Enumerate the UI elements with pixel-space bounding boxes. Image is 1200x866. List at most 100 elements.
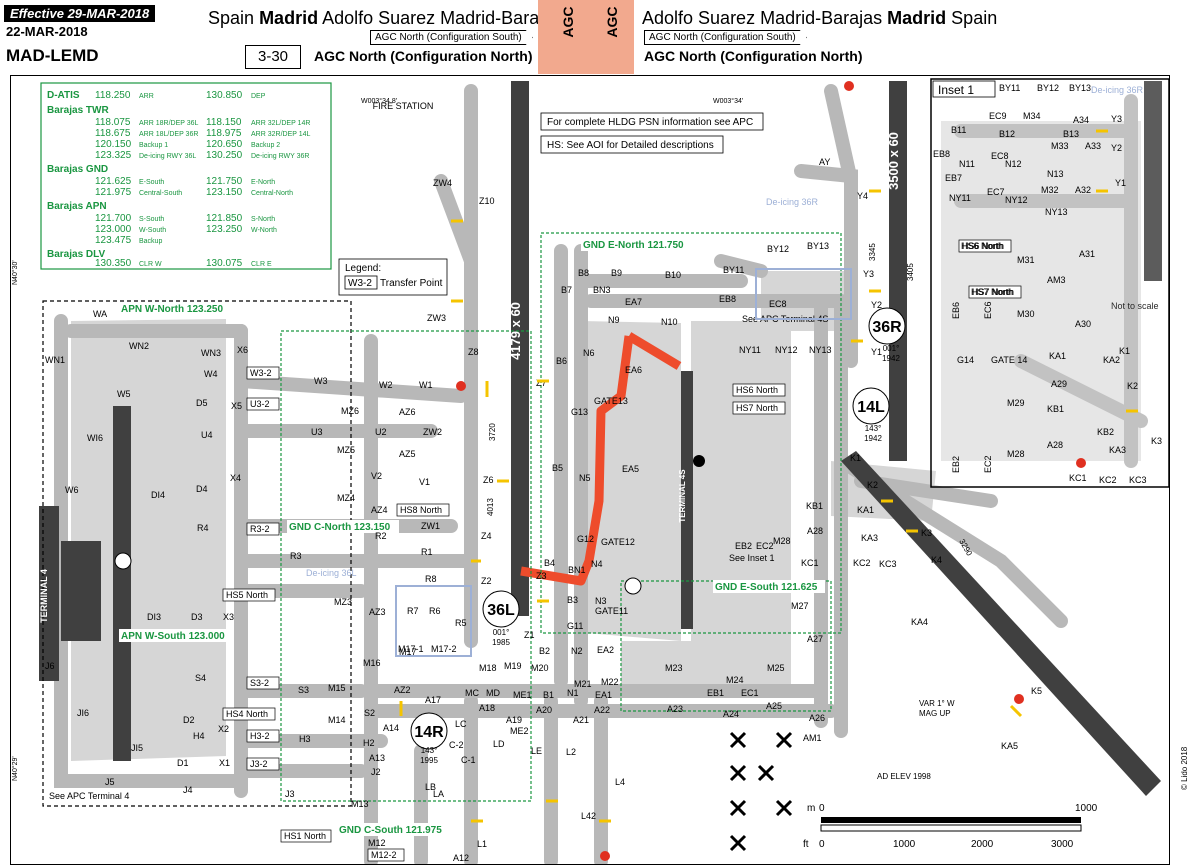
fire-station: FIRE STATION — [373, 101, 434, 111]
runway-14l-32r — [841, 451, 1161, 796]
taxiway-label: J4 — [183, 785, 193, 795]
taxiway-label: KC1 — [801, 558, 819, 568]
taxiway-label: L1 — [477, 839, 487, 849]
taxiway-label: M17 — [399, 647, 417, 657]
agc-label-2: AGC — [604, 6, 620, 38]
title-left: Spain Madrid Adolfo Suarez Madrid-Baraja… — [208, 8, 562, 29]
config-tag-left: AGC North (Configuration South) — [370, 30, 533, 45]
runway-36r-18l — [889, 81, 907, 461]
title-airport-r: Adolfo Suarez Madrid-Barajas — [642, 8, 883, 28]
inset-label: EC6 — [983, 301, 993, 319]
taxiway-label: AZ5 — [399, 449, 416, 459]
taxiway-label: J5 — [105, 777, 115, 787]
runway-terminal4-apron — [113, 406, 131, 761]
datis-u1: ARR — [139, 93, 154, 100]
taxiway-label: L2 — [566, 747, 576, 757]
hldg-note: For complete HLDG PSN information see AP… — [547, 117, 753, 128]
transfer-point: S3-2 — [250, 678, 269, 688]
twr-use: ARR 18R/DEP 36L — [139, 120, 199, 127]
taxiway-label: H3 — [299, 734, 311, 744]
taxiway-label: Z8 — [468, 347, 479, 357]
inset-label: K1 — [1119, 346, 1130, 356]
taxiway-label: M18 — [479, 663, 497, 673]
no-entry-icon — [844, 81, 854, 91]
apn-freq: 123.475 — [95, 235, 132, 246]
taxiway-label: R6 — [429, 606, 441, 616]
taxiway-label: Y3 — [863, 269, 874, 279]
transfer-point: W3-2 — [250, 368, 272, 378]
transfer-point: H3-2 — [250, 731, 270, 741]
gnd-c-south: GND C-South 121.975 — [339, 825, 442, 836]
inset-label: EB7 — [945, 173, 962, 183]
taxiway-label: ZW3 — [427, 313, 446, 323]
taxiway-label: M24 — [726, 675, 744, 685]
taxiway-label: DI3 — [147, 612, 161, 622]
taxiway-label: A19 — [506, 715, 522, 725]
taxiway-label: W1 — [419, 380, 433, 390]
scale-bar: m 0 1000 ft 0 1000 2000 3000 — [803, 803, 1098, 850]
rwy-label-1: 4179 x 60 — [508, 302, 523, 360]
taxiway-label: EB8 — [719, 294, 736, 304]
airport-diagram: D-ATIS 118.250 ARR 130.850 DEP Barajas T… — [10, 75, 1170, 865]
transfer-point: M12-2 — [371, 850, 397, 860]
inset-label: A30 — [1075, 319, 1091, 329]
inset-label: M34 — [1023, 111, 1041, 121]
taxiway-label: X2 — [218, 724, 229, 734]
taxiway-label: M22 — [601, 677, 619, 687]
taxiway-label: EA6 — [625, 365, 642, 375]
no-entry-icons — [456, 81, 1086, 861]
taxiway-label: M27 — [791, 601, 809, 611]
inset-label: A34 — [1073, 115, 1089, 125]
apn-freq: 123.000 — [95, 224, 132, 235]
inset-label: M29 — [1007, 398, 1025, 408]
twr-use: De-icing RWY 36L — [139, 153, 196, 160]
inset-label: M32 — [1041, 185, 1059, 195]
taxiway-label: AM1 — [803, 733, 822, 743]
taxiway-label: M19 — [504, 661, 522, 671]
taxiway-label: BN3 — [593, 285, 611, 295]
inset-label: M28 — [1007, 449, 1025, 459]
taxiway-label: EB1 — [707, 688, 724, 698]
apn-w-north: APN W-North 123.250 — [121, 304, 223, 315]
taxiway-label: X1 — [219, 758, 230, 768]
dlv-use: CLR E — [251, 261, 272, 268]
chart-number: 3-30 — [245, 45, 301, 69]
apn-w-south: APN W-South 123.000 — [121, 631, 225, 642]
gnd-use: E-North — [251, 179, 275, 186]
twr-freq: 118.675 — [95, 128, 131, 139]
apn-use: W-North — [251, 227, 277, 234]
scale-ft0: 0 — [819, 839, 825, 850]
taxiway-label: B7 — [561, 285, 572, 295]
transfer-point: HS8 North — [400, 505, 442, 515]
taxiway-label: K2 — [867, 480, 878, 490]
see-apc-t4: See APC Terminal 4 — [49, 791, 129, 801]
taxiway-label: W2 — [379, 380, 393, 390]
inset-label: A28 — [1047, 440, 1063, 450]
transfer-point: HS1 North — [284, 831, 326, 841]
taxiway-label: LB — [425, 782, 436, 792]
transfer-point: R3-2 — [250, 524, 270, 534]
distance-value: 3720 — [488, 423, 497, 441]
taxiway-label: EC1 — [741, 688, 759, 698]
twr-freq: 118.975 — [206, 128, 242, 139]
twr-use: De-icing RWY 36R — [251, 153, 310, 160]
agc-label-1: AGC — [560, 6, 576, 38]
taxiway-label: A18 — [479, 703, 495, 713]
rwy-14l-hdg: 143° — [865, 424, 882, 433]
diagram-svg: D-ATIS 118.250 ARR 130.850 DEP Barajas T… — [11, 78, 1169, 864]
transfer-point: HS6 North — [736, 385, 778, 395]
inset-label: M33 — [1051, 141, 1069, 151]
taxiway-label: A12 — [453, 853, 469, 863]
taxiway-label: N5 — [579, 473, 591, 483]
taxiway-label: ME1 — [513, 690, 532, 700]
taxiway-label: D4 — [196, 484, 208, 494]
inset-label: EC7 — [987, 187, 1005, 197]
taxiway-label: B6 — [556, 356, 567, 366]
no-entry-icon — [1076, 458, 1086, 468]
taxiway-label: MZ6 — [341, 406, 359, 416]
inset-label: G14 — [957, 355, 974, 365]
dlv-freq: 130.350 — [95, 258, 132, 269]
stop-bars — [399, 129, 1138, 823]
inset-label: NY12 — [1005, 195, 1028, 205]
inset-title: Inset 1 — [938, 83, 974, 97]
